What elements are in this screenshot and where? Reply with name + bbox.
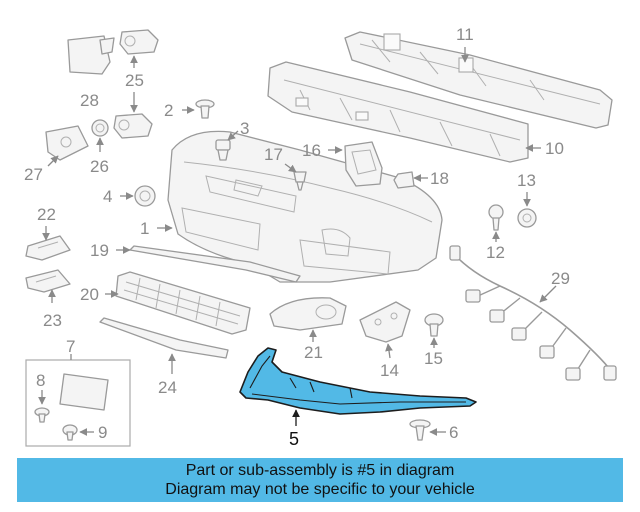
callout-20: 20 — [80, 285, 99, 304]
callout-19: 19 — [90, 241, 109, 260]
callout-10: 10 — [545, 139, 564, 158]
part-29-wiring-harness[interactable] — [449, 245, 617, 381]
part-20-lower-grille[interactable] — [115, 271, 251, 335]
part-3-clip[interactable] — [215, 139, 231, 161]
callout-22: 22 — [37, 205, 56, 224]
part-27-sensor-bracket[interactable] — [45, 125, 89, 161]
part-26-sensor-ring[interactable] — [91, 119, 109, 137]
callout-29: 29 — [551, 269, 570, 288]
callout-5: 5 — [289, 429, 299, 449]
callout-1: 1 — [140, 219, 149, 238]
part-18-clip[interactable] — [393, 171, 415, 189]
part-8-screw[interactable] — [34, 407, 50, 423]
callout-12: 12 — [486, 243, 505, 262]
part-7-plate-kit-box[interactable] — [25, 359, 131, 447]
part-11-reinforcement-bar[interactable] — [344, 31, 613, 129]
part-28-bracket[interactable] — [67, 35, 115, 75]
part-23-bracket[interactable] — [25, 269, 71, 293]
callout-16: 16 — [302, 141, 321, 160]
callout-13: 13 — [517, 171, 536, 190]
banner-line-2: Diagram may not be specific to your vehi… — [165, 481, 475, 498]
info-banner: Part or sub-assembly is #5 in diagram Di… — [17, 458, 623, 502]
callout-7: 7 — [66, 337, 75, 356]
callout-25: 25 — [125, 71, 144, 90]
callout-6: 6 — [449, 423, 458, 442]
part-16-tow-hook-cover[interactable] — [344, 141, 383, 187]
callout-15: 15 — [424, 349, 443, 368]
callout-2: 2 — [164, 101, 173, 120]
part-25-parking-sensor[interactable] — [119, 29, 159, 55]
callout-4: 4 — [103, 187, 112, 206]
part-4-sensor-ring[interactable] — [134, 185, 156, 207]
part-9-screw[interactable] — [62, 424, 78, 441]
part-1-bumper-cover[interactable] — [167, 130, 443, 283]
callout-27: 27 — [24, 165, 43, 184]
callout-18: 18 — [430, 169, 449, 188]
callout-11: 11 — [456, 25, 474, 44]
callout-8: 8 — [36, 371, 45, 390]
part-6-screw[interactable] — [409, 419, 431, 441]
callout-24: 24 — [158, 378, 177, 397]
part-22-bracket[interactable] — [25, 235, 71, 261]
part-2-push-clip[interactable] — [195, 99, 215, 119]
part-19-trim-strip[interactable] — [129, 245, 301, 283]
part-25b-parking-sensor[interactable] — [113, 113, 153, 139]
callout-9: 9 — [98, 423, 107, 442]
part-15-clip[interactable] — [424, 313, 444, 337]
part-13-nut[interactable] — [517, 208, 537, 228]
part-5-lower-spoiler[interactable] — [239, 347, 477, 415]
part-14-sensor-bracket[interactable] — [359, 301, 411, 343]
callout-14: 14 — [380, 361, 399, 380]
callout-17: 17 — [264, 145, 283, 164]
part-21-fog-cover[interactable] — [269, 297, 347, 331]
part-12-screw[interactable] — [488, 204, 504, 231]
part-17-screw[interactable] — [293, 171, 307, 191]
callout-3: 3 — [240, 119, 249, 138]
callout-23: 23 — [43, 311, 62, 330]
banner-line-1: Part or sub-assembly is #5 in diagram — [185, 462, 455, 479]
part-24-lower-trim[interactable] — [99, 317, 229, 359]
callout-28: 28 — [80, 91, 99, 110]
callout-21: 21 — [304, 343, 323, 362]
callout-26: 26 — [90, 157, 109, 176]
part-10-energy-absorber[interactable] — [267, 61, 529, 163]
